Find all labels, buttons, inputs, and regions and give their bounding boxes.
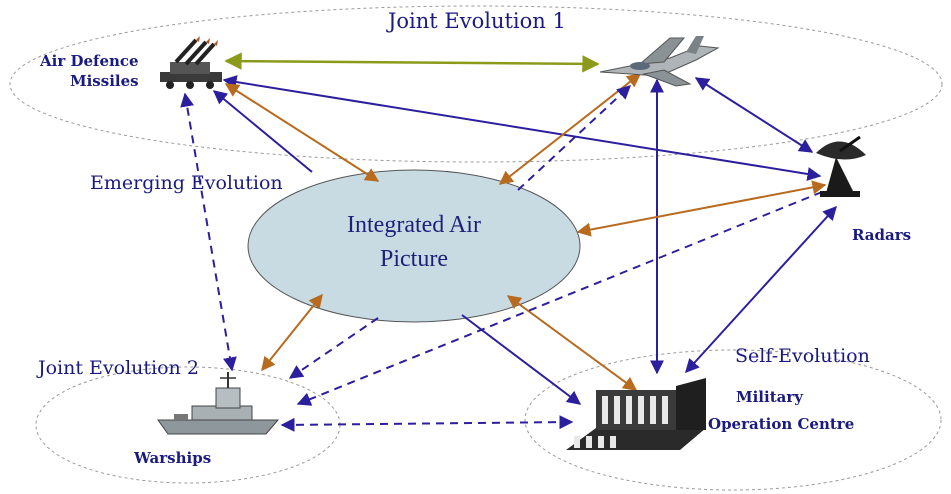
arrow-missiles-aircraft [224,52,600,73]
label-joint-evolution-2: Joint Evolution 2 [36,357,199,379]
dashed-arrow-warships-moc [280,415,574,432]
arrow-aircraft-radars [694,77,814,153]
missile-launcher-icon [160,36,222,89]
arrow-hub-moc-orange [506,295,638,391]
building-icon [566,378,706,450]
dashed-arrow-missiles-warships [180,92,237,372]
hub-label-line-2: Picture [380,246,448,272]
arrow-missiles-hub [224,83,380,182]
arrow-aircraft-hub [498,73,642,185]
node-label-air-defence: Air Defence [39,52,139,70]
node-label-military: Military [736,388,804,406]
arrow-radars-hub [576,180,827,237]
arrow-hub-missiles [212,90,313,173]
warship-icon [157,372,280,435]
arrow-missiles-radars [222,75,822,181]
radar-dish-icon [816,135,866,197]
node-label-operation-centre: Operation Centre [708,415,854,433]
label-joint-evolution-1: Joint Evolution 1 [386,9,566,33]
node-label-missiles: Missiles [70,72,139,90]
node-label-warships: Warships [133,449,211,467]
dashed-arrow-radars-warships [296,191,823,406]
group-ellipse-joint-evolution-1 [9,5,943,163]
node-label-radars: Radars [852,226,911,244]
dashed-arrow-hub-aircraft [517,85,632,191]
arrow-hub-moc [461,314,582,405]
dashed-arrow-hub-warships [288,317,379,379]
label-self-evolution: Self-Evolution [735,345,870,367]
label-emerging-evolution: Emerging Evolution [90,172,283,194]
hub-label-line-1: Integrated Air [347,212,481,238]
arrow-hub-warships [261,293,323,372]
fighter-jet-icon [599,36,720,87]
